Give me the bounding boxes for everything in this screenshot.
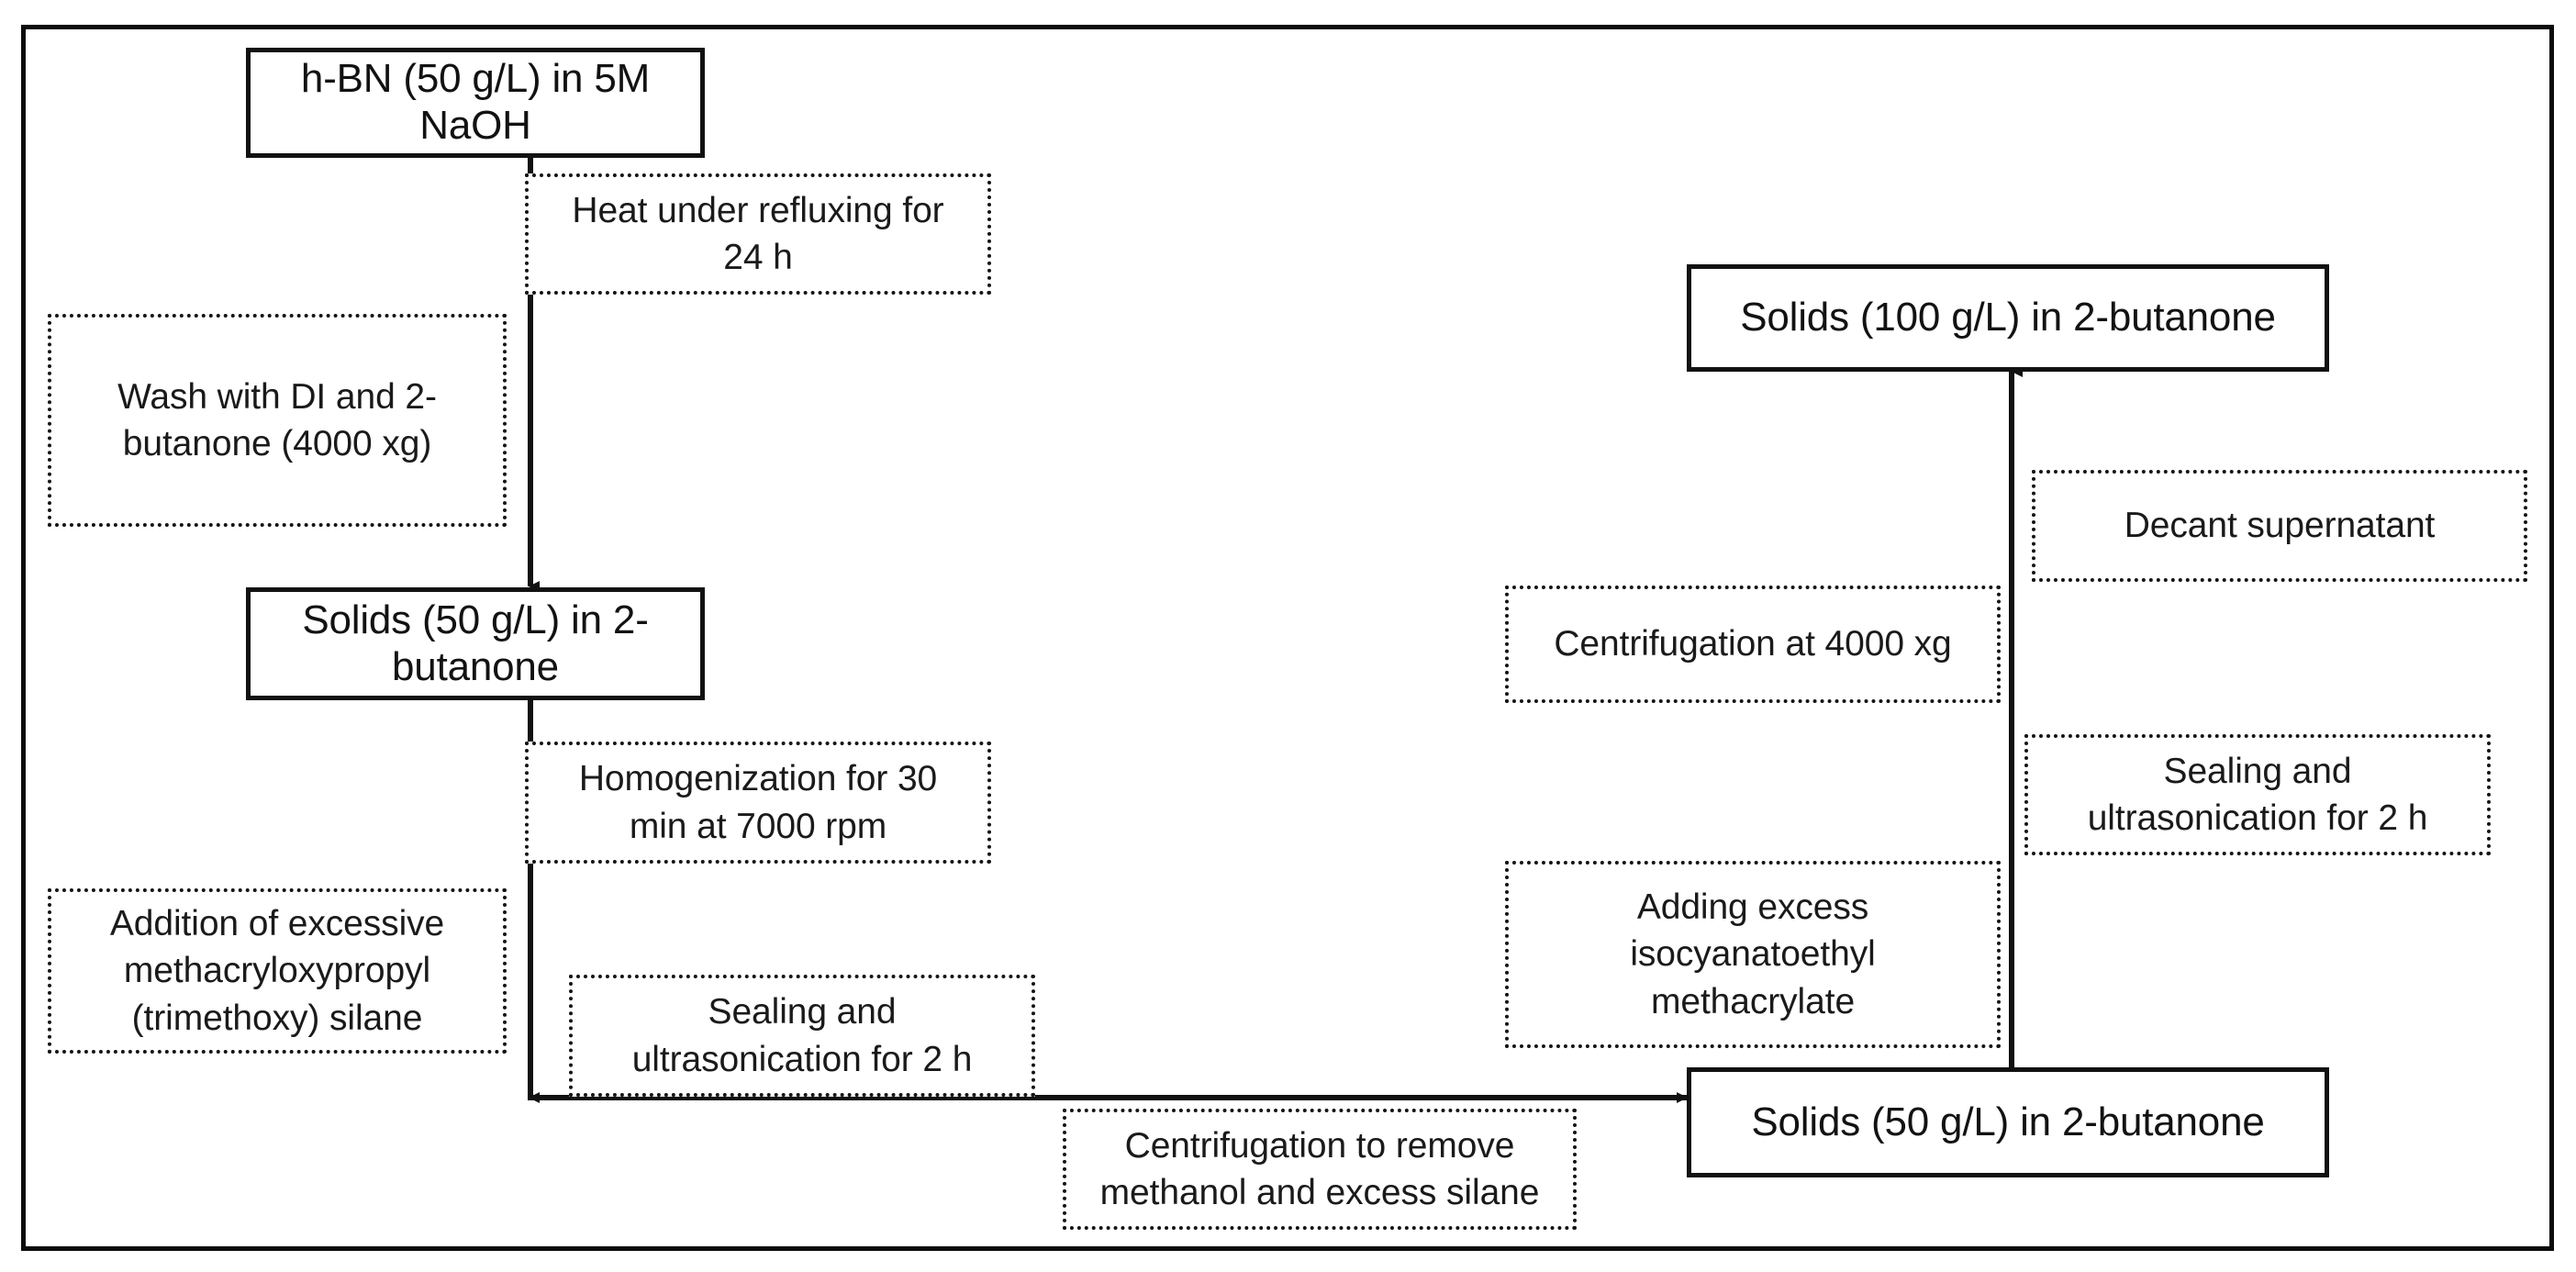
note-sealing-right-text: Sealing and ultrasonication for 2 h: [2043, 748, 2472, 842]
note-adding-isocyanatoethyl-line3: methacrylate: [1650, 981, 1856, 1021]
note-sealing-right-line2: ultrasonication for 2 h: [2087, 798, 2428, 838]
node-solids-50-butanone-right[interactable]: Solids (50 g/L) in 2-butanone: [1687, 1067, 2329, 1177]
note-adding-isocyanatoethyl-line1: Adding excess: [1636, 887, 1869, 927]
note-wash-di-line2: butanone (4000 xg): [122, 424, 432, 463]
note-sealing-right: Sealing and ultrasonication for 2 h: [2024, 734, 2491, 855]
note-wash-di-line1: Wash with DI and 2-: [117, 376, 437, 417]
note-centrifugation-methanol-text: Centrifugation to remove methanol and ex…: [1081, 1122, 1558, 1217]
node-solids-50-butanone-left[interactable]: Solids (50 g/L) in 2-butanone: [246, 587, 705, 700]
note-adding-isocyanatoethyl-text: Adding excess isocyanatoethyl methacryla…: [1523, 884, 1982, 1025]
note-addition-silane-line1: Addition of excessive: [109, 903, 445, 943]
note-addition-silane-text: Addition of excessive methacryloxypropyl…: [66, 900, 488, 1042]
node-solids-100-butanone-label: Solids (100 g/L) in 2-butanone: [1740, 295, 2276, 340]
note-centrifugation-methanol-line2: methanol and excess silane: [1099, 1173, 1540, 1212]
note-wash-di: Wash with DI and 2- butanone (4000 xg): [48, 314, 507, 527]
note-homogenization-text: Homogenization for 30 min at 7000 rpm: [543, 755, 973, 850]
node-solids-100-butanone[interactable]: Solids (100 g/L) in 2-butanone: [1687, 264, 2329, 372]
note-adding-isocyanatoethyl-line2: isocyanatoethyl: [1630, 934, 1876, 975]
note-heat-reflux-line1: Heat under refluxing for: [572, 190, 944, 230]
node-hbn-in-naoh[interactable]: h-BN (50 g/L) in 5M NaOH: [246, 48, 705, 158]
note-centrifugation-methanol-line1: Centrifugation to remove: [1124, 1125, 1515, 1166]
note-centrifugation-4000: Centrifugation at 4000 xg: [1505, 586, 2001, 703]
note-homogenization-line1: Homogenization for 30: [578, 759, 938, 799]
note-sealing-left-line2: ultrasonication for 2 h: [631, 1039, 973, 1079]
note-addition-silane: Addition of excessive methacryloxypropyl…: [48, 888, 507, 1054]
note-homogenization-line2: min at 7000 rpm: [629, 806, 887, 846]
note-addition-silane-line3: (trimethoxy) silane: [131, 998, 423, 1038]
note-sealing-left-line1: Sealing and: [708, 992, 897, 1032]
note-decant-supernatant-text: Decant supernatant: [2124, 506, 2436, 546]
node-solids-50-butanone-right-label: Solids (50 g/L) in 2-butanone: [1751, 1099, 2265, 1144]
note-centrifugation-4000-text: Centrifugation at 4000 xg: [1554, 624, 1952, 664]
note-addition-silane-line2: methacryloxypropyl: [123, 951, 431, 991]
node-hbn-in-naoh-label: h-BN (50 g/L) in 5M NaOH: [300, 56, 651, 148]
note-homogenization: Homogenization for 30 min at 7000 rpm: [525, 742, 991, 864]
note-sealing-left: Sealing and ultrasonication for 2 h: [569, 975, 1035, 1097]
node-solids-50-butanone-left-label: Solids (50 g/L) in 2-butanone: [302, 597, 649, 689]
note-sealing-left-text: Sealing and ultrasonication for 2 h: [587, 988, 1017, 1083]
note-heat-reflux-text: Heat under refluxing for 24 h: [543, 187, 973, 282]
note-decant-supernatant: Decant supernatant: [2032, 470, 2527, 582]
note-heat-reflux: Heat under refluxing for 24 h: [525, 173, 991, 295]
note-heat-reflux-line2: 24 h: [723, 238, 793, 277]
note-sealing-right-line1: Sealing and: [2163, 751, 2352, 791]
note-centrifugation-methanol: Centrifugation to remove methanol and ex…: [1063, 1109, 1577, 1230]
note-adding-isocyanatoethyl: Adding excess isocyanatoethyl methacryla…: [1505, 861, 2001, 1048]
note-wash-di-text: Wash with DI and 2- butanone (4000 xg): [66, 374, 488, 468]
